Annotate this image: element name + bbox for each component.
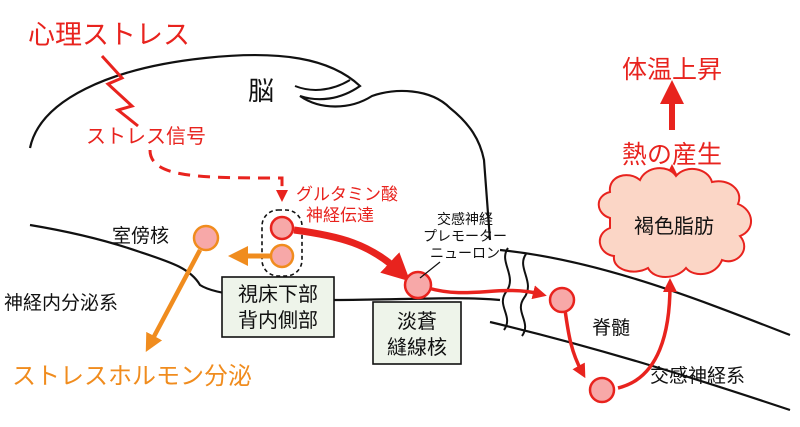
premotor-label-line1: 交感神経 [437, 211, 493, 228]
premotor-to-spinal-arrow [563, 309, 586, 379]
neuroendocrine-label: 神経内分泌系 [4, 292, 118, 314]
rpa-to-premotor-arrow [427, 285, 547, 300]
spinal-cord-lower-line [489, 320, 791, 412]
dmh-node-upper [269, 215, 295, 241]
premotor-label-line3: ニューロン [430, 246, 500, 262]
dmh-to-rpa-arrow [293, 226, 411, 282]
rpa-label-box [372, 301, 462, 365]
stress-signal-dashed-path [148, 149, 288, 202]
pvn-node [192, 224, 220, 252]
temp-rise-label: 体温上昇 [622, 55, 722, 84]
dmh-node-lower [269, 243, 295, 269]
glutamate-label-line2: 神経伝達 [306, 206, 374, 226]
heat-label: 熱の産生 [622, 140, 722, 169]
spinal-to-bat-arrow [617, 278, 677, 390]
glutamate-label-line1: グルタミン酸 [296, 185, 398, 205]
spinal-node [588, 376, 616, 404]
stress-lightning-icon [100, 54, 139, 128]
premotor-leader-line [419, 261, 441, 279]
dmh-label-box [221, 276, 335, 338]
stress-signal-label: ストレス信号 [86, 124, 206, 148]
brain-label: 脳 [248, 77, 274, 107]
premotor-node [548, 286, 576, 314]
spinal-label: 脊髄 [592, 317, 630, 339]
bat-cloud [597, 167, 752, 278]
pvn-to-hormone-arrow [145, 248, 202, 352]
bat-label: 褐色脂肪 [634, 214, 714, 238]
dmh-label-line2: 背内側部 [238, 308, 318, 332]
spinal-break-right [519, 253, 529, 337]
premotor-label-line2: プレモーター [423, 229, 507, 245]
spinal-cord-upper-line [499, 248, 791, 337]
rpa-label-line1: 淡蒼 [397, 309, 437, 333]
pvn-label: 室傍核 [112, 225, 169, 247]
rpa-label-line2: 縫線核 [387, 335, 447, 359]
stress-hormone-label: ストレスホルモン分泌 [12, 362, 252, 390]
brainstem-outline [29, 223, 501, 302]
psych-stress-label: 心理ストレス [28, 20, 190, 51]
brain-inner-fold [294, 79, 351, 91]
brain-outline [28, 53, 492, 241]
dmh-group-dashed-box [261, 209, 303, 277]
rpa-node [403, 270, 433, 300]
dmh-label-line1: 視床下部 [238, 282, 318, 306]
sympathetic-label: 交感神経系 [650, 365, 745, 387]
